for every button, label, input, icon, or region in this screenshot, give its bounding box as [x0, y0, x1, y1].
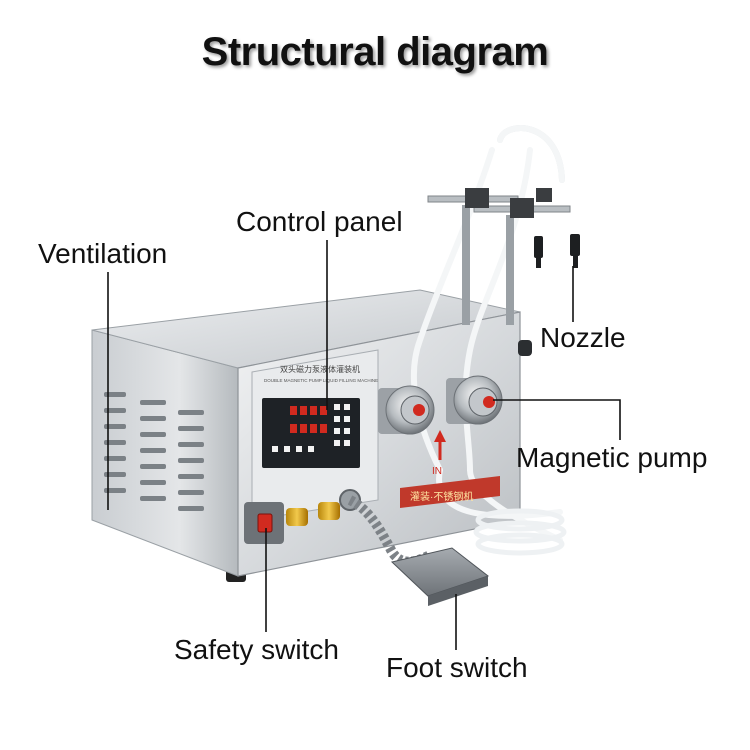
- leader-lines: [107, 240, 621, 650]
- nozzle-clamp: [536, 188, 552, 202]
- magnetic-pump-left: [378, 385, 435, 435]
- foot-switch-base: [428, 576, 488, 606]
- speed-knob-right: [318, 502, 340, 520]
- label-ventilation: Ventilation: [38, 238, 168, 269]
- brand-bar: [400, 476, 500, 508]
- tubing-coil: [473, 508, 567, 556]
- nozzle-tips: [534, 234, 580, 268]
- foot-switch-cable: [347, 495, 433, 567]
- label-magnetic-pump: Magnetic pump: [516, 442, 708, 473]
- label-foot-switch: Foot switch: [386, 652, 528, 683]
- nozzle-clamp: [510, 198, 534, 218]
- brand-bar-text: 灌装·不锈钢机: [410, 490, 473, 503]
- machine-side-panel: [91, 329, 239, 577]
- nozzle-stand-pole: [462, 205, 470, 325]
- keypad-buttons: [272, 404, 350, 452]
- panel-heading-text: 双头磁力泵液体灌装机: [280, 364, 360, 374]
- speed-knob-left: [286, 508, 308, 526]
- in-arrow: [434, 430, 446, 460]
- safety-switch-button: [257, 513, 273, 533]
- label-nozzle: Nozzle: [540, 322, 626, 353]
- ventilation-slots: [104, 392, 204, 511]
- nozzle-stand-pole: [506, 215, 514, 325]
- in-mark-text: IN: [432, 466, 442, 477]
- nozzle-clamp: [465, 188, 489, 208]
- diagram-title: Structural diagram: [201, 30, 549, 74]
- display-digits: [290, 406, 327, 433]
- magnetic-pump-right: [446, 375, 503, 425]
- stand-knob: [518, 340, 532, 356]
- label-control-panel: Control panel: [236, 206, 403, 237]
- panel-subheading-text: DOUBLE MAGNETIC PUMP LIQUID FILLING MACH…: [264, 378, 378, 383]
- label-safety-switch: Safety switch: [174, 634, 339, 665]
- leader-magnetic-pump: [493, 399, 621, 440]
